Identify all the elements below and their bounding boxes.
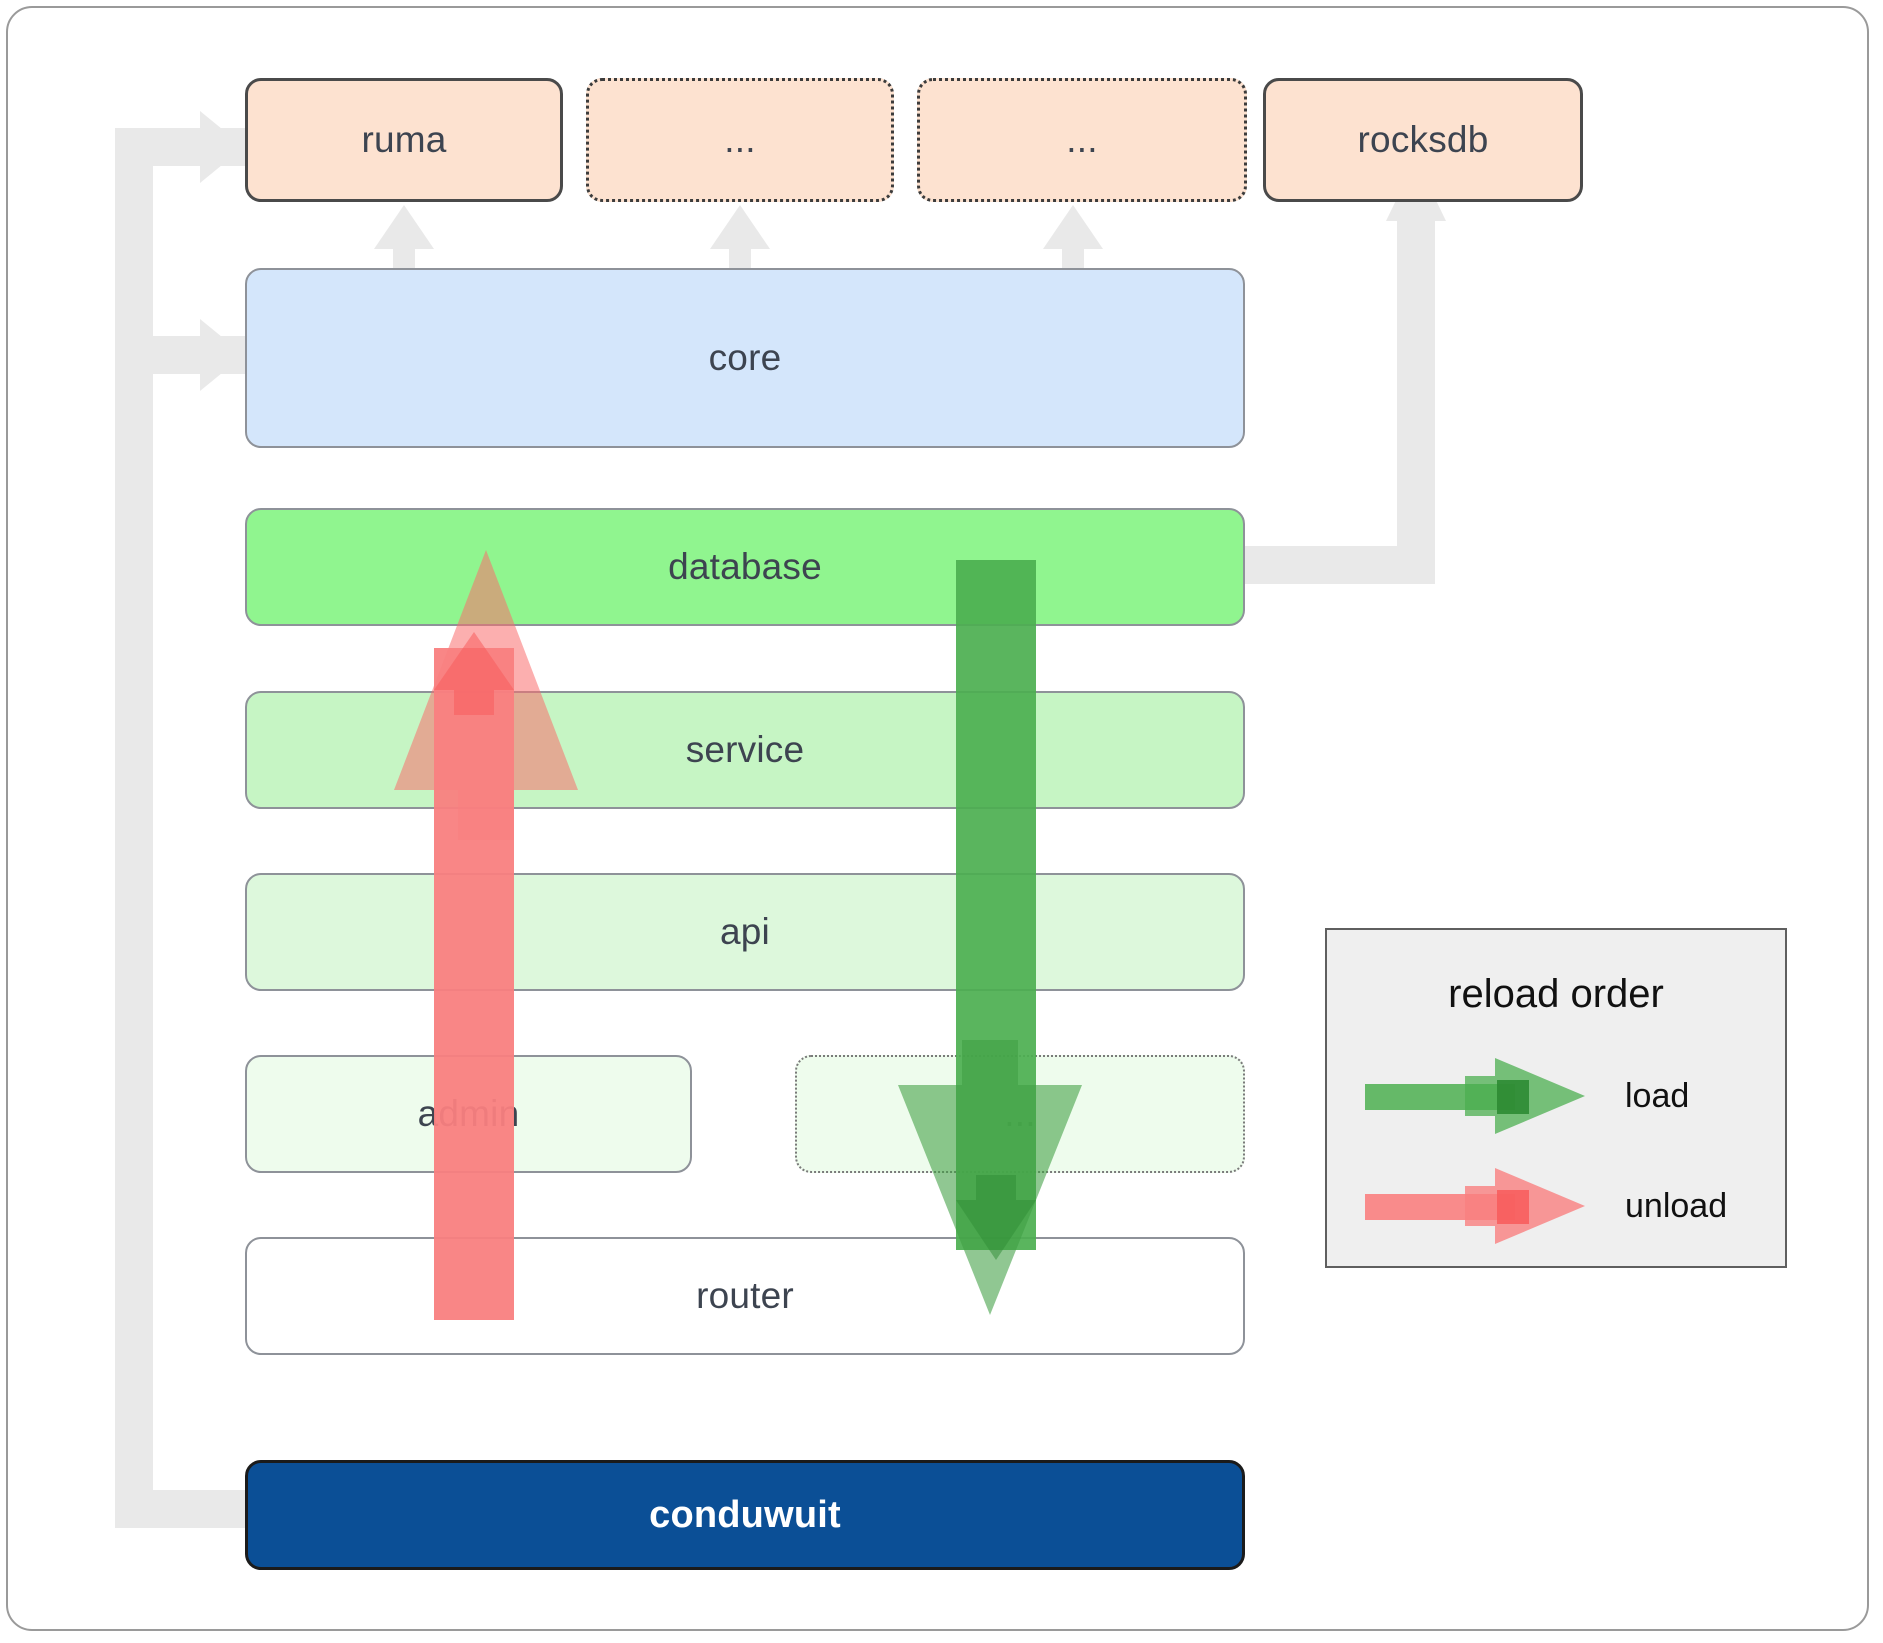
connector-arrowhead-ruma	[200, 111, 244, 183]
node-core[interactable]: core	[245, 268, 1245, 448]
connector-branch-conduwuit	[115, 1490, 265, 1528]
node-router-label: router	[696, 1275, 794, 1316]
legend-row-load: load	[1365, 1058, 1689, 1134]
legend-panel: reload order load unload	[1325, 928, 1787, 1268]
legend-load-arrow-icon	[1365, 1058, 1585, 1134]
legend-row-unload: unload	[1365, 1168, 1727, 1244]
arrowhead-core-to-dots2	[1043, 205, 1103, 249]
legend-load-label: load	[1625, 1076, 1690, 1115]
node-conduwuit[interactable]: conduwuit	[245, 1460, 1245, 1570]
connector-arrowhead-core	[200, 319, 244, 391]
unload-arrow-graphic	[394, 550, 578, 1320]
node-service-label: service	[685, 729, 805, 770]
legend-title: reload order	[1448, 972, 1664, 1016]
node-database-label: database	[668, 546, 822, 587]
arrowhead-core-to-dots1	[710, 205, 770, 249]
node-ruma[interactable]: ruma	[245, 78, 563, 202]
connector-database-to-rocksdb-vertical	[1397, 220, 1435, 584]
arrowhead-core-to-ruma	[374, 205, 434, 249]
node-core-label: core	[708, 337, 782, 378]
node-dots-2[interactable]: ...	[917, 78, 1247, 202]
node-dots-2-label: ...	[1066, 119, 1098, 160]
load-arrow-graphic	[898, 560, 1082, 1315]
node-ruma-label: ruma	[361, 119, 447, 160]
node-rocksdb-label: rocksdb	[1357, 119, 1489, 160]
node-dots-1[interactable]: ...	[586, 78, 894, 202]
node-rocksdb[interactable]: rocksdb	[1263, 78, 1583, 202]
load-arrow	[890, 560, 1090, 1320]
unload-arrow	[386, 540, 586, 1320]
node-api-label: api	[720, 911, 770, 952]
node-conduwuit-label: conduwuit	[649, 1493, 841, 1536]
legend-unload-arrow-icon	[1365, 1168, 1585, 1244]
legend-unload-label: unload	[1625, 1186, 1728, 1225]
node-router[interactable]: router	[245, 1237, 1245, 1355]
node-dots-1-label: ...	[724, 119, 756, 160]
